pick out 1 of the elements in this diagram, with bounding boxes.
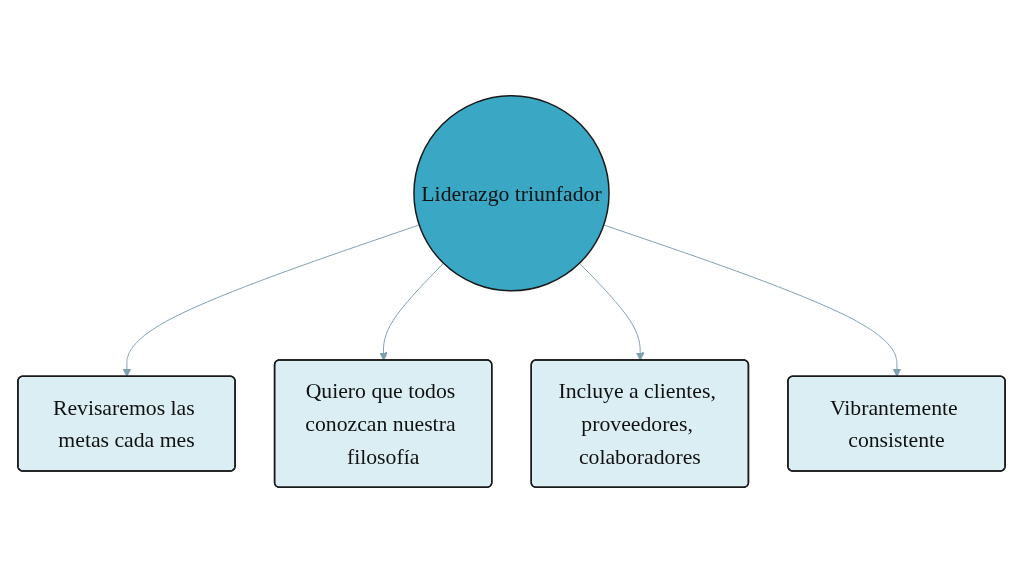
node-circle: Liderazgo triunfador bbox=[413, 95, 610, 292]
